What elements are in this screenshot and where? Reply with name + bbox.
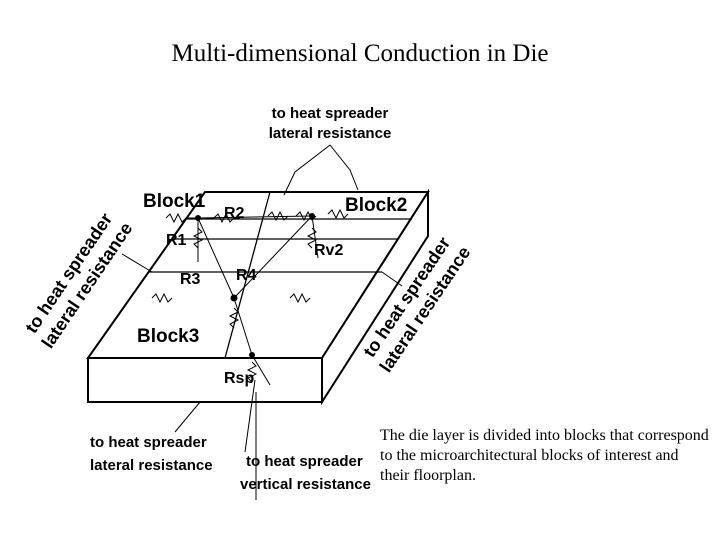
r4-label: R4 (236, 267, 257, 284)
block1-label: Block1 (143, 191, 206, 212)
callout-top-line1: to heat spreader (272, 105, 389, 122)
callout-top-line2: lateral resistance (269, 125, 392, 142)
r1-label: R1 (166, 232, 187, 249)
r3-label: R3 (180, 271, 201, 288)
die-slab (86, 188, 430, 406)
callout-bottom-left-line2: lateral resistance (90, 457, 213, 474)
rsp-label: Rsp (224, 370, 254, 387)
block2-label: Block2 (345, 195, 407, 216)
resistor-network (151, 208, 349, 386)
leader-lines (121, 144, 403, 500)
r2-label: R2 (224, 205, 245, 222)
callout-bottom-right-line1: to heat spreader (246, 453, 363, 470)
rv2-label: Rv2 (314, 242, 343, 259)
callout-bottom-left-line1: to heat spreader (90, 434, 207, 451)
block3-label: Block3 (137, 326, 199, 347)
callout-bottom-right-line2: vertical resistance (240, 476, 371, 493)
slide-title: Multi-dimensional Conduction in Die (171, 40, 549, 67)
caption-text: The die layer is divided into blocks tha… (380, 427, 709, 484)
